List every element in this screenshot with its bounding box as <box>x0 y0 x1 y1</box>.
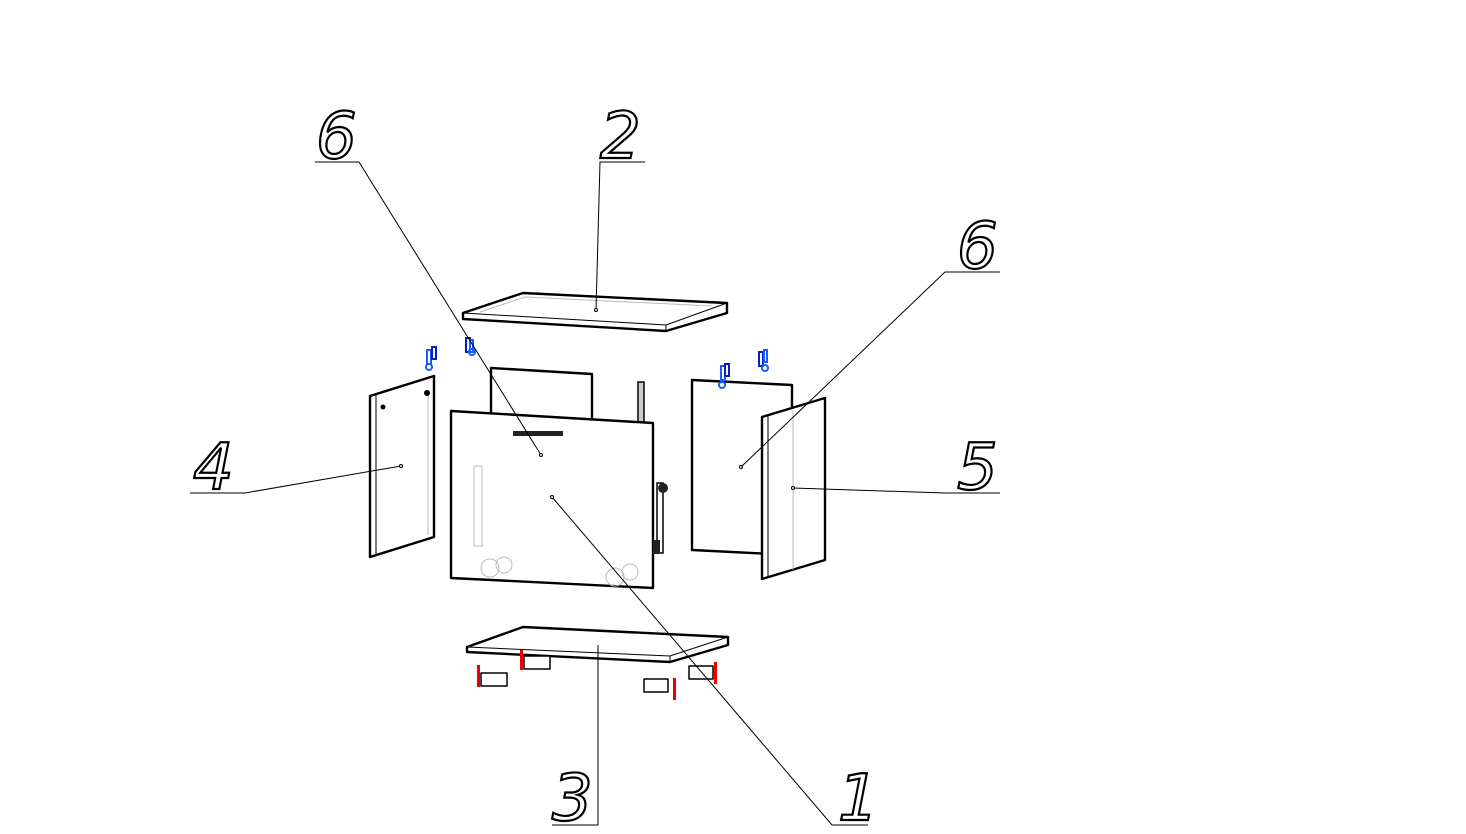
feet <box>477 650 717 700</box>
callout-4: 4 <box>193 431 234 505</box>
top-panel <box>461 291 729 333</box>
callout-6-left: 6 <box>316 100 357 174</box>
callout-6-right: 6 <box>957 210 998 284</box>
callout-1: 1 <box>838 762 879 834</box>
gas-strut <box>653 482 668 554</box>
callout-2: 2 <box>600 100 641 174</box>
leader-lines <box>190 161 1000 826</box>
handle <box>513 431 563 436</box>
callout-5: 5 <box>957 431 998 505</box>
bottom-panel <box>465 625 730 664</box>
front-panel <box>449 409 655 590</box>
callout-3: 3 <box>552 762 593 834</box>
